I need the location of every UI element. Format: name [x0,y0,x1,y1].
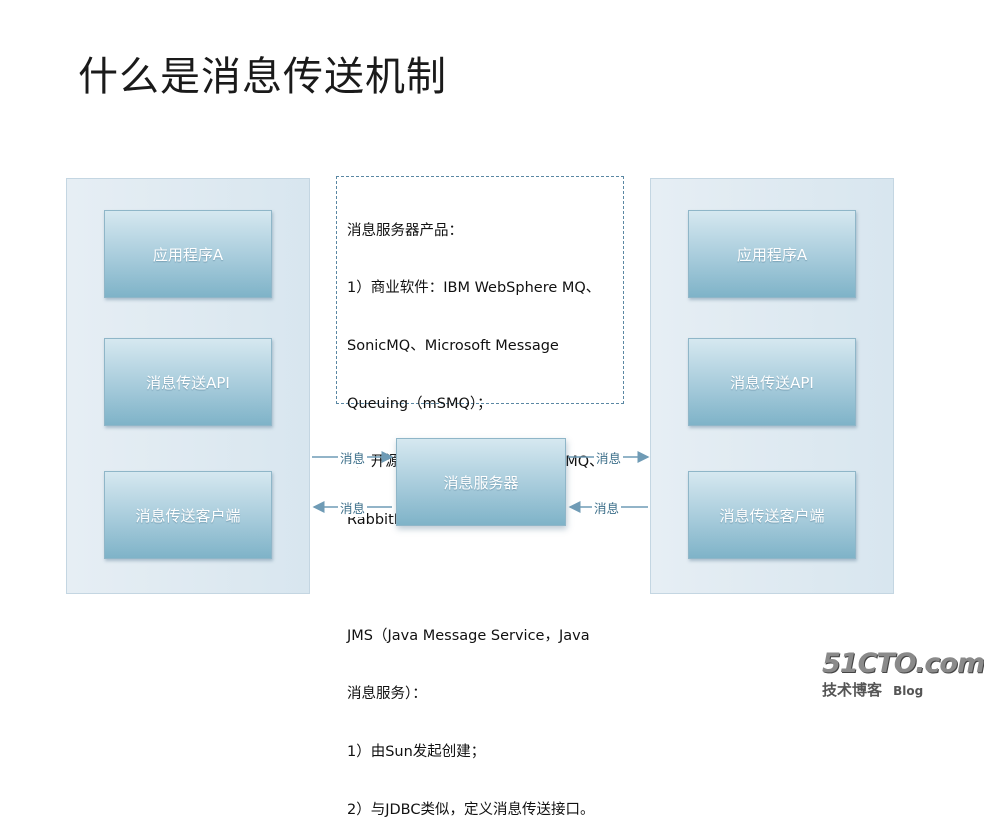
note-line: 1）商业软件：IBM WebSphere MQ、 [347,280,601,297]
note-line: 1）由Sun发起创建； [347,743,486,760]
51cto-logo: 51CTO.com 技术博客 Blog [822,648,984,700]
note-line: 2）与JDBC类似，定义消息传送接口。 [347,801,595,818]
logo-brand: 51CTO.com [822,648,984,679]
note-line: JMS（Java Message Service，Java [347,627,590,644]
note-line: 消息服务）： [347,685,427,702]
message-server-box: 消息服务器 [396,438,566,526]
logo-sub: 技术博客 [822,681,883,699]
right-messaging-api-box: 消息传送API [688,338,856,426]
arrow-label-left-top: 消息 [338,448,368,467]
left-messaging-client-box: 消息传送客户端 [104,471,272,559]
note-line: 消息服务器产品： [347,222,463,239]
logo-blog: Blog [893,684,924,698]
arrow-label-right-bottom: 消息 [592,498,622,517]
note-line: Queuing（mSMQ）； [347,396,492,413]
note-line: SonicMQ、Microsoft Message [347,338,559,355]
message-flow-arrows [312,451,650,513]
left-application-box: 应用程序A [104,210,272,298]
right-messaging-client-box: 消息传送客户端 [688,471,856,559]
right-system-panel: 应用程序A 消息传送API 消息传送客户端 [650,178,894,594]
slide-title: 什么是消息传送机制 [78,54,447,100]
right-application-box: 应用程序A [688,210,856,298]
left-messaging-api-box: 消息传送API [104,338,272,426]
arrow-label-left-bottom: 消息 [338,498,368,517]
arrow-label-right-top: 消息 [594,448,624,467]
left-system-panel: 应用程序A 消息传送API 消息传送客户端 [66,178,310,594]
